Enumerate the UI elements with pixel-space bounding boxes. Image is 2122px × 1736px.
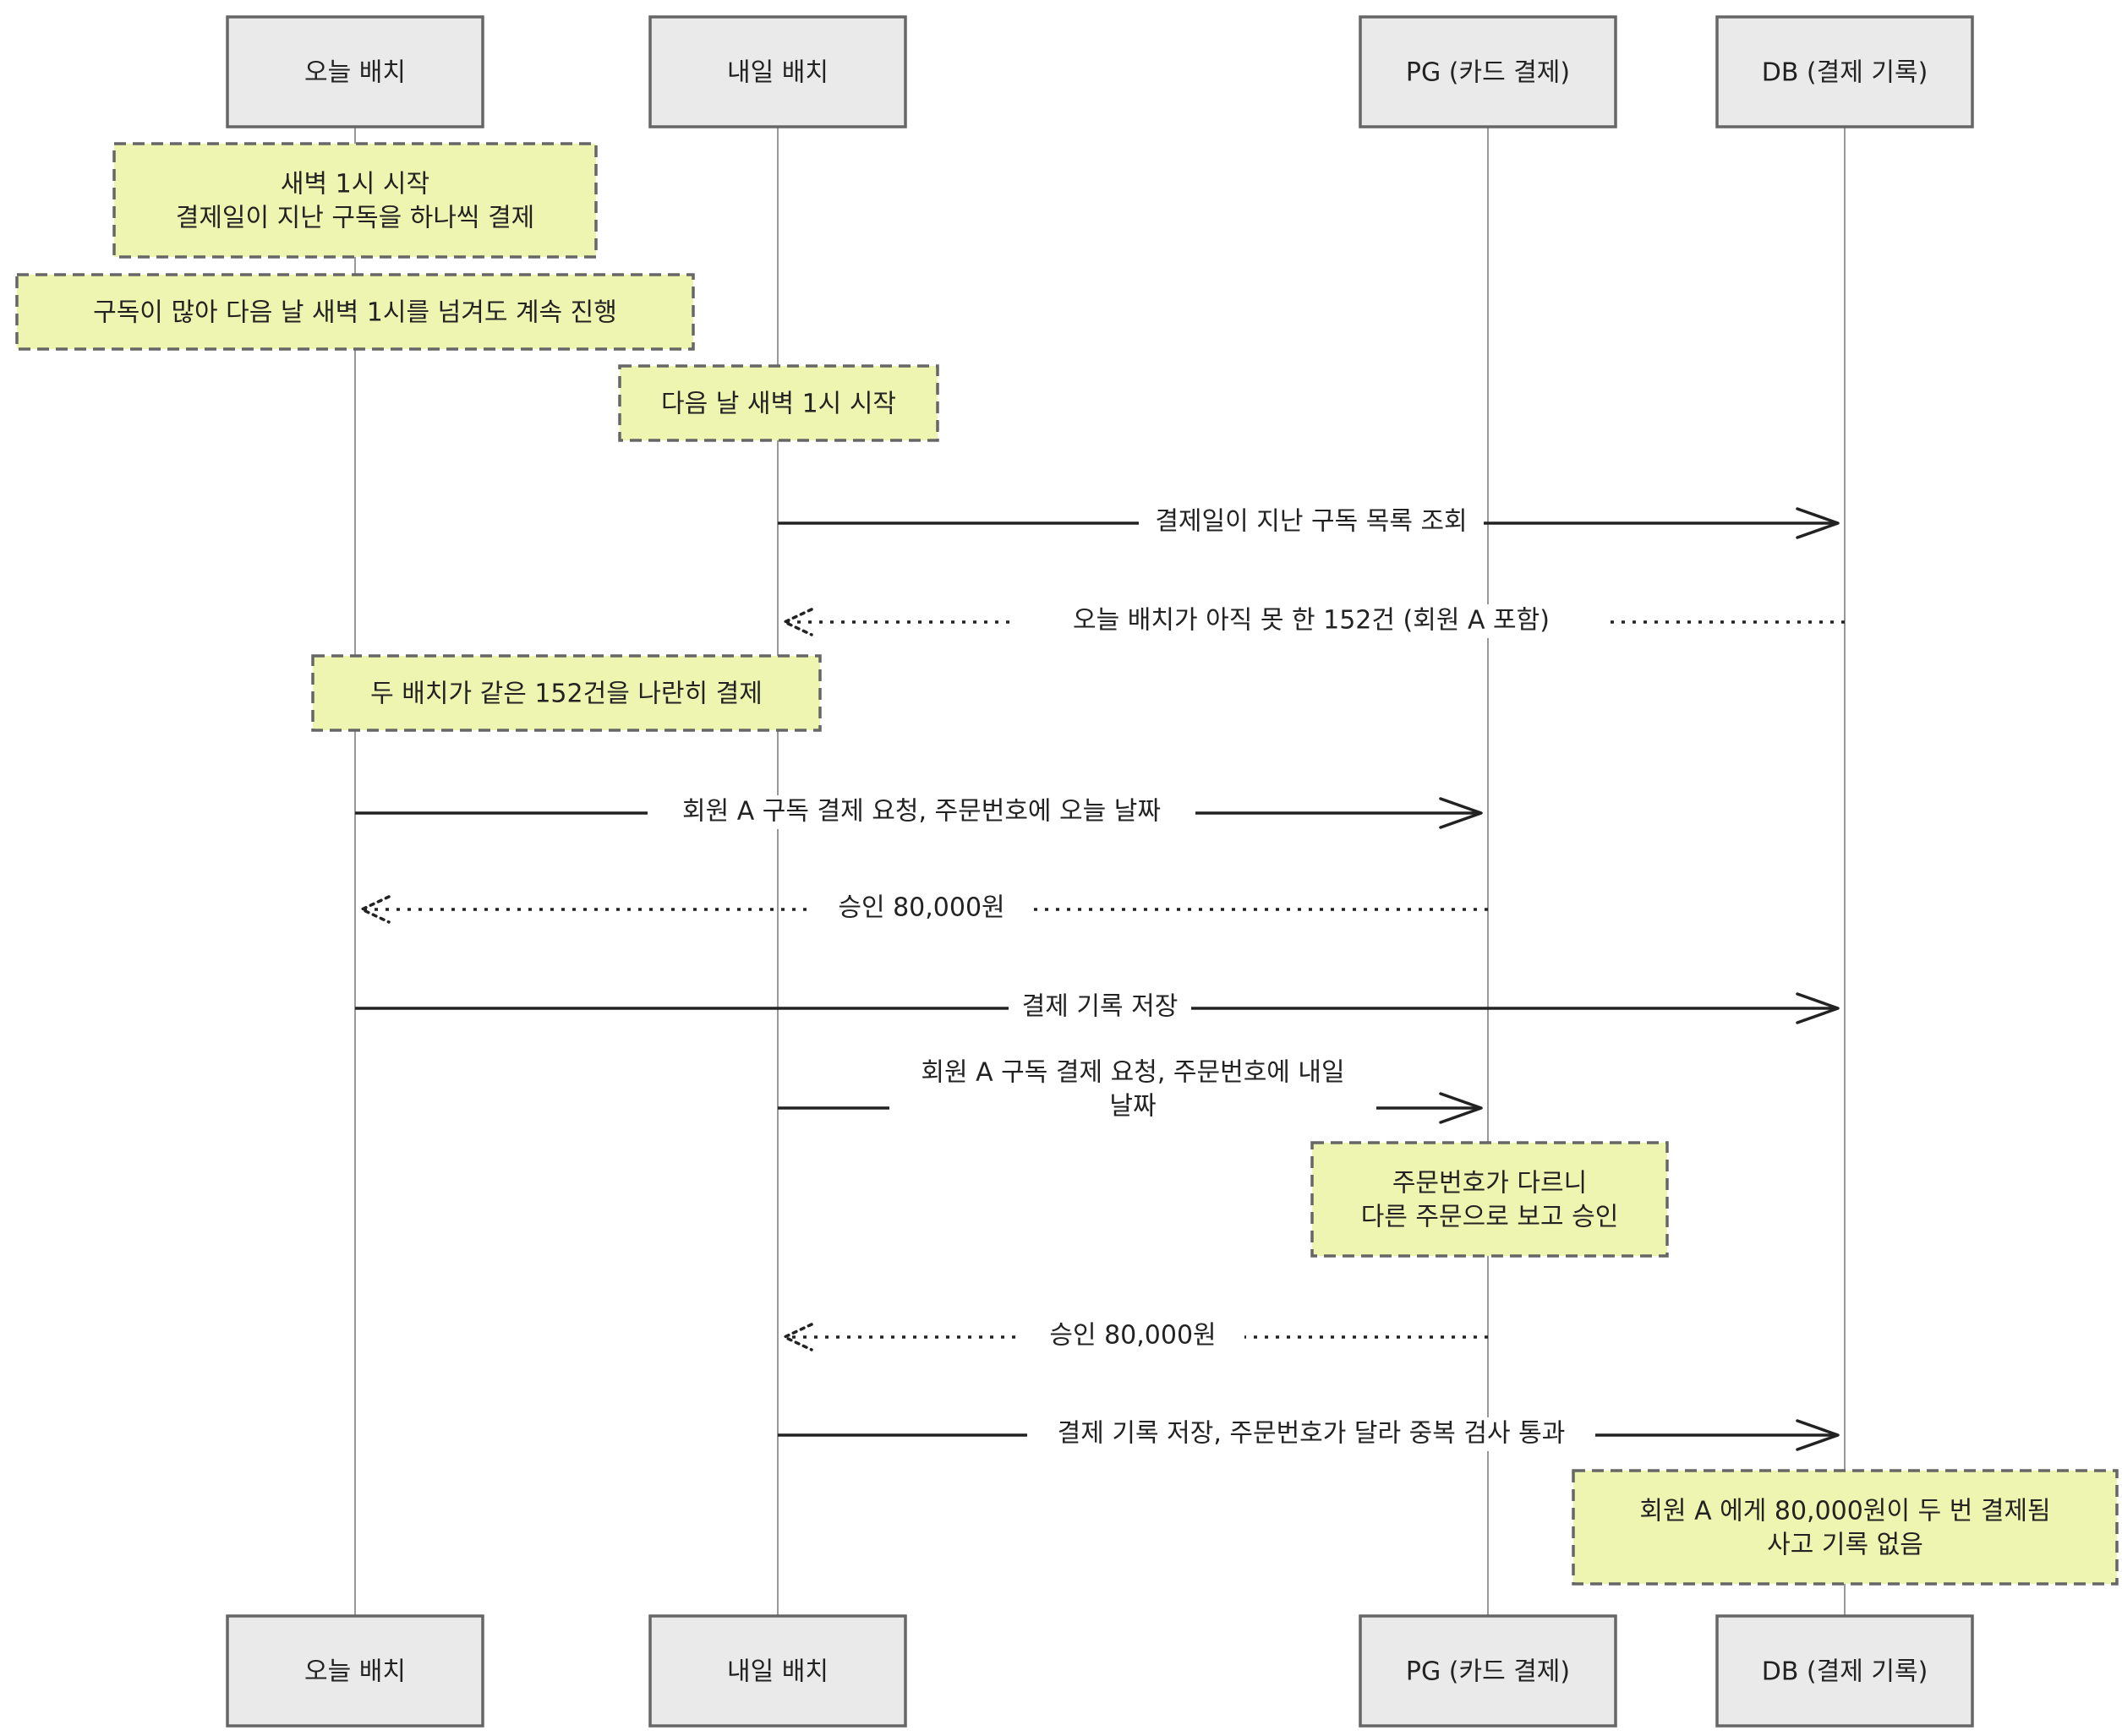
message-label: 날짜 [1109,1092,1156,1122]
participant-label: 내일 배치 [727,58,829,88]
arrowhead [783,608,813,636]
msg-tomorrow-save: 결제 기록 저장, 주문번호가 달라 중복 검사 통과 [778,1417,1840,1451]
message-label: 오늘 배치가 아직 못 한 152건 (회원 A 포함) [1073,606,1550,636]
arrowhead [1796,507,1840,539]
arrowhead [1439,1092,1483,1124]
msg-today-request: 회원 A 구독 결제 요청, 주문번호에 오늘 날짜 [355,795,1483,829]
msg-today-approve: 승인 80,000원 [360,892,1488,925]
participant-box [226,1614,484,1728]
participant-box [648,1614,907,1728]
note-continue: 구독이 많아 다음 날 새벽 1시를 넘겨도 계속 진행 [15,273,695,351]
msg-tomorrow-approve: 승인 80,000원 [783,1319,1488,1353]
note-box [311,654,822,732]
participant-box [226,15,484,128]
message-label: 회원 A 구독 결제 요청, 주문번호에 오늘 날짜 [682,797,1161,827]
note-text: 결제일이 지난 구독을 하나씩 결제 [176,204,535,233]
participant-today-bottom: 오늘 배치 [226,1614,484,1728]
note-tomorrow-start: 다음 날 새벽 1시 시작 [618,364,939,442]
message-label-bg [1139,505,1484,539]
note-box [1310,1141,1669,1258]
message-label: 결제 기록 저장 [1022,992,1179,1022]
participant-box [1359,1614,1617,1728]
note-text: 회원 A 에게 80,000원이 두 번 결제됨 [1639,1497,2050,1526]
note-text: 다른 주문으로 보고 승인 [1361,1203,1619,1232]
note-text: 사고 기록 없음 [1767,1531,1923,1560]
participant-label: PG (카드 결제) [1406,1657,1570,1687]
message-label-bg [1009,991,1191,1024]
participant-label: 오늘 배치 [304,1657,406,1687]
msg-query-result: 오늘 배치가 아직 못 한 152건 (회원 A 포함) [783,604,1845,638]
note-box [618,364,939,442]
message-label-bg [1021,1319,1244,1353]
message-label: 승인 80,000원 [838,893,1004,923]
participant-today-top: 오늘 배치 [226,15,484,128]
message-label: 승인 80,000원 [1049,1321,1216,1351]
participant-label: DB (결제 기록) [1762,58,1928,88]
message-label: 회원 A 구독 결제 요청, 주문번호에 내일 [921,1058,1344,1088]
note-box [1572,1469,2119,1586]
msg-today-save: 결제 기록 저장 [355,991,1840,1024]
participant-pg-top: PG (카드 결제) [1359,15,1617,128]
message-label-bg [810,892,1033,925]
message-label: 결제일이 지난 구독 목록 조회 [1155,507,1467,537]
participant-box [648,15,907,128]
arrowhead [1796,992,1840,1024]
message-label-bg [889,1056,1376,1124]
message-label-bg [1027,1417,1595,1451]
participant-box [1359,15,1617,128]
note-text: 새벽 1시 시작 [281,170,429,199]
participant-label: 내일 배치 [727,1657,829,1687]
arrowhead [1439,797,1483,829]
note-box [15,273,695,351]
note-text: 구독이 많아 다음 날 새벽 1시를 넘겨도 계속 진행 [93,298,617,328]
arrowhead [1796,1419,1840,1451]
participant-label: 오늘 배치 [304,58,406,88]
participant-label: PG (카드 결제) [1406,58,1570,88]
participant-box [1715,1614,1974,1728]
participant-tomorrow-bottom: 내일 배치 [648,1614,907,1728]
note-text: 주문번호가 다르니 [1392,1169,1587,1198]
message-label-bg [648,795,1195,829]
participant-db-top: DB (결제 기록) [1715,15,1974,128]
note-box [112,142,598,259]
msg-query: 결제일이 지난 구독 목록 조회 [778,505,1840,539]
note-text: 두 배치가 같은 152건을 나란히 결제 [370,680,763,709]
message-label-bg [1017,604,1605,638]
participant-pg-bottom: PG (카드 결제) [1359,1614,1617,1728]
arrowhead [360,895,391,924]
message-label: 결제 기록 저장, 주문번호가 달라 중복 검사 통과 [1058,1419,1566,1449]
participant-tomorrow-top: 내일 배치 [648,15,907,128]
arrowhead [783,1323,813,1351]
note-text: 다음 날 새벽 1시 시작 [661,390,896,419]
participant-db-bottom: DB (결제 기록) [1715,1614,1974,1728]
participant-box [1715,15,1974,128]
note-parallel: 두 배치가 같은 152건을 나란히 결제 [311,654,822,732]
participant-label: DB (결제 기록) [1762,1657,1928,1687]
